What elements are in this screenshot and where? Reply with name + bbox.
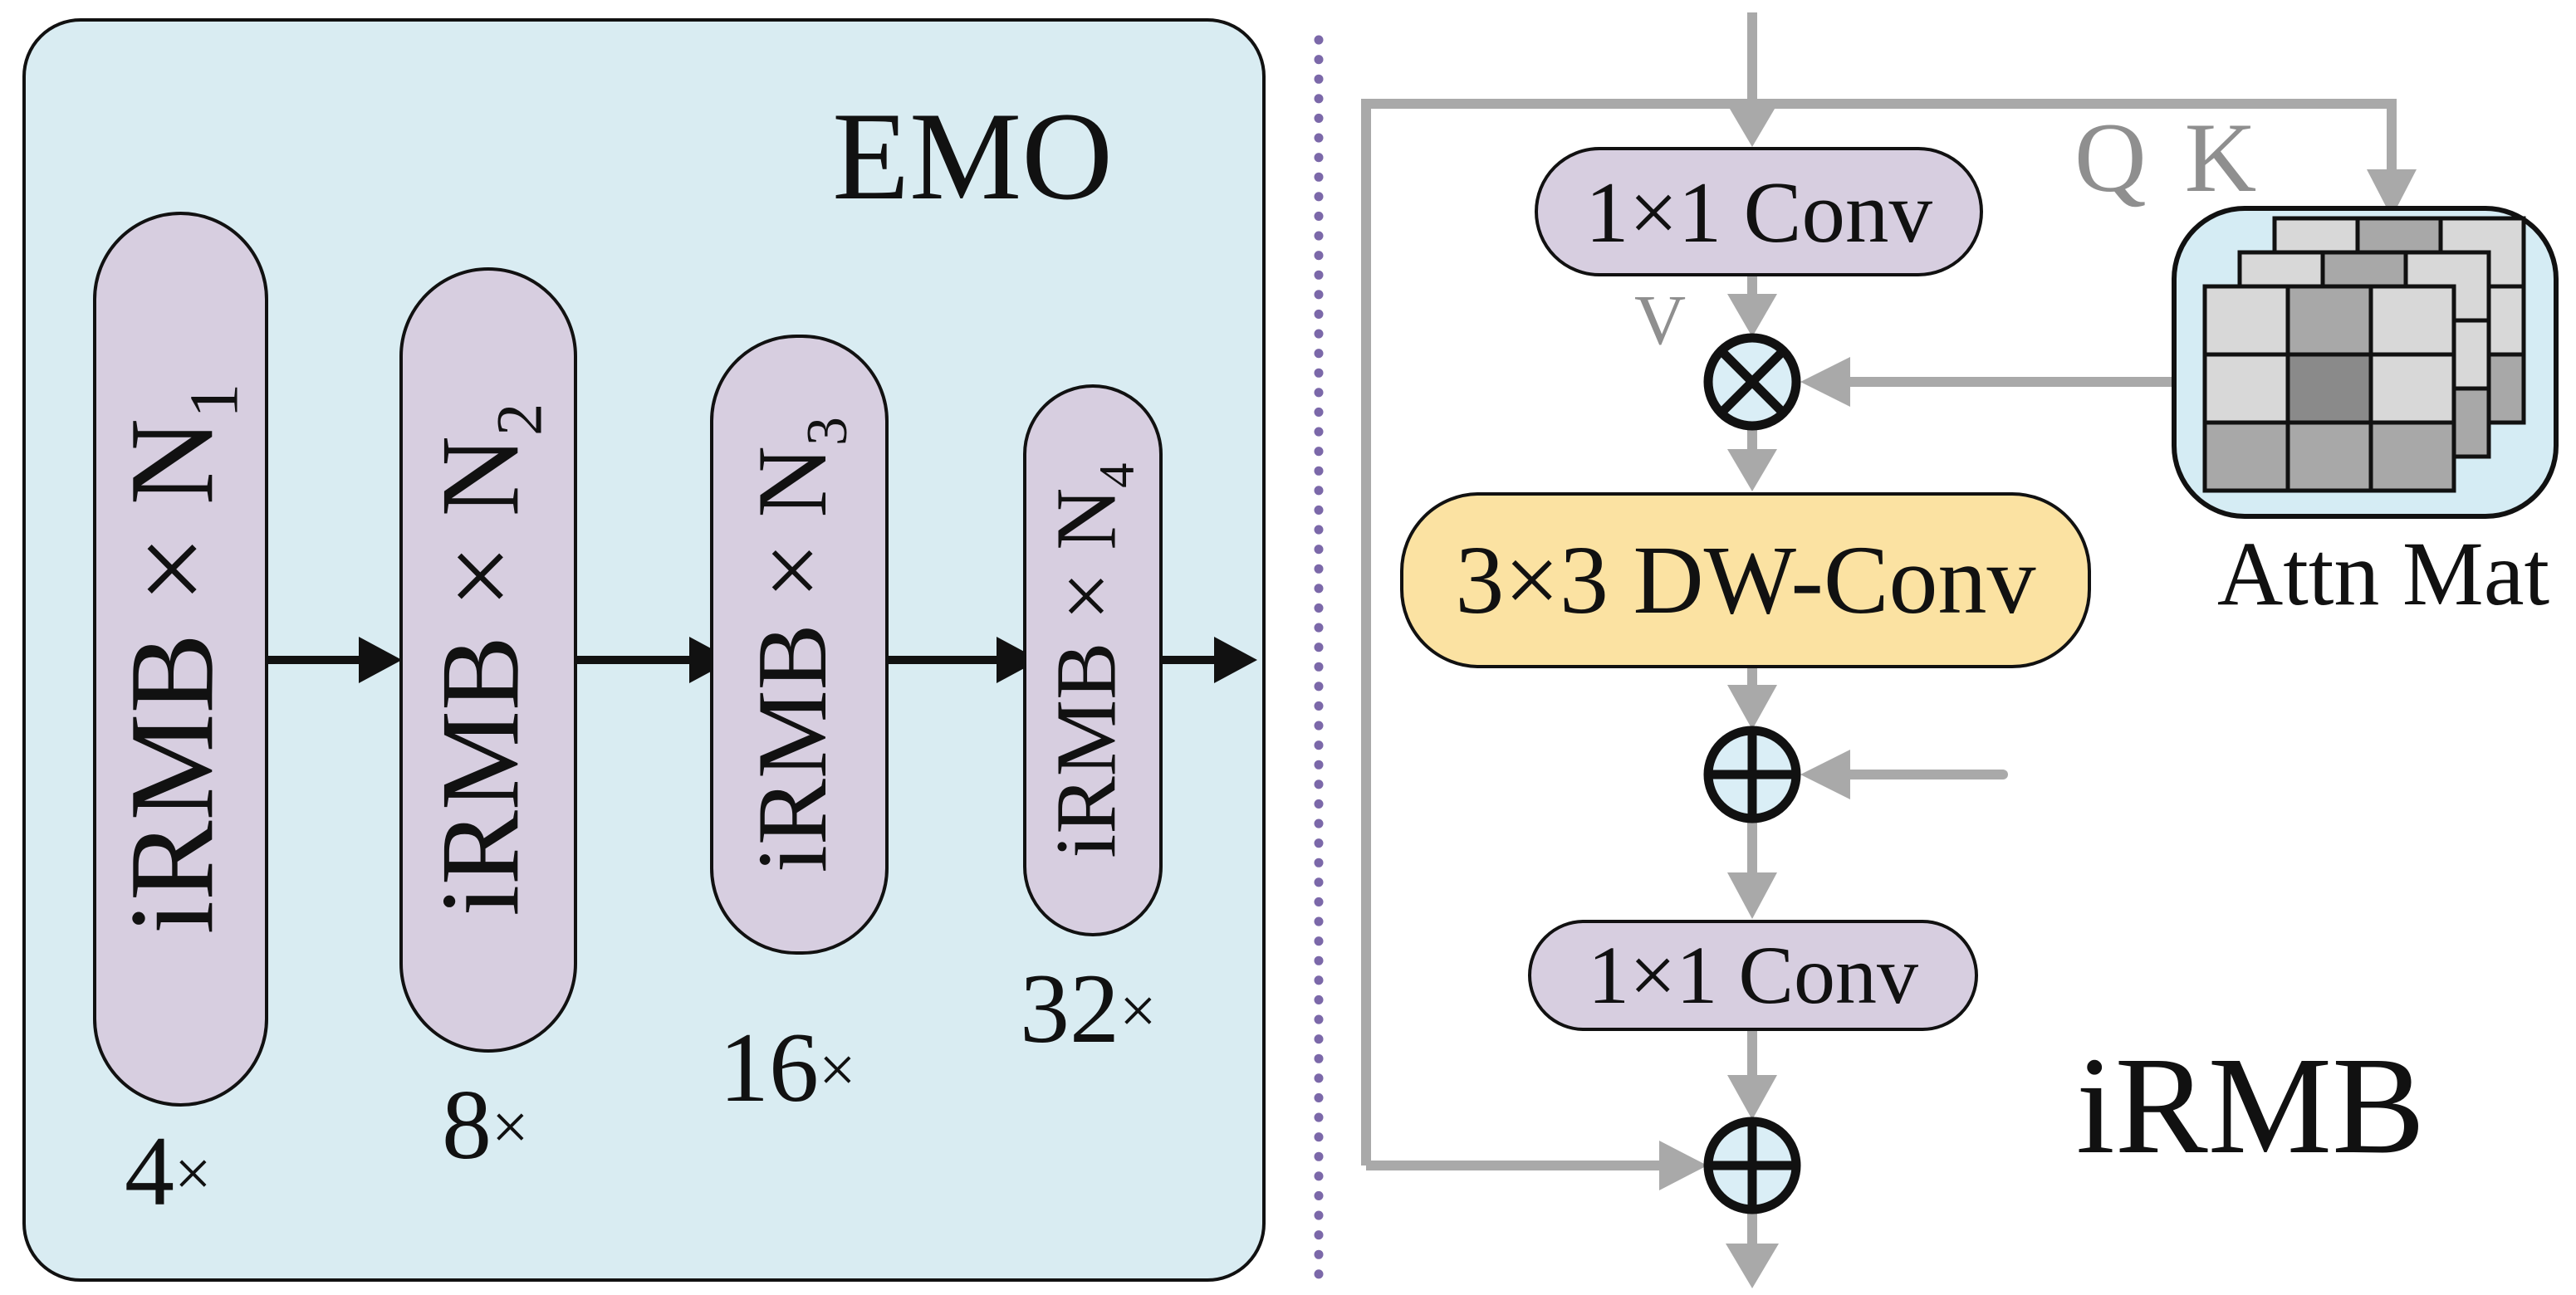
conv1x1-top-pill: 1×1 Conv: [1535, 147, 1983, 276]
dwconv-pill: 3×3 DW-Conv: [1400, 492, 2091, 668]
arrowhead-input: [1727, 105, 1777, 147]
arrowhead-qk: [2367, 169, 2417, 217]
downsample-label-2: 8×: [442, 1069, 529, 1180]
k-label: K: [2184, 102, 2257, 213]
stage-label-2: iRMB × N2: [419, 403, 556, 916]
attn-cell: [2285, 420, 2373, 493]
stage-label-4: iRMB × N4: [1038, 462, 1145, 858]
gray-arrowheads: [1659, 105, 2417, 1288]
irmb-title: iRMB: [2076, 1029, 2426, 1183]
downsample-label-1: 4×: [125, 1116, 212, 1226]
gray-flow-lines: [1361, 12, 2397, 1244]
arrowhead-residual: [1800, 750, 1850, 799]
qk-labels: Q K: [2074, 108, 2256, 208]
attn-cell: [2368, 420, 2456, 493]
attn-cell: [2368, 352, 2456, 425]
arrowhead-output: [1726, 1244, 1779, 1288]
stage-label-3: iRMB × N3: [736, 416, 859, 873]
op-icons: [1703, 333, 1801, 1214]
attn-cell: [2285, 284, 2373, 357]
stage-pill-1: iRMB × N1: [93, 212, 268, 1107]
arrowhead-v: [1727, 294, 1777, 337]
stage-label-1: iRMB × N1: [105, 384, 252, 935]
arrowhead-add-conv: [1727, 872, 1777, 919]
skip-and-qk-line: [1361, 99, 2397, 1166]
arrowhead-dw-add: [1727, 685, 1777, 730]
downsample-label-4: 32×: [1020, 953, 1157, 1063]
attn-cell: [2202, 352, 2290, 425]
arrowhead-attn: [1800, 357, 1850, 407]
arrowhead-conv-add: [1727, 1075, 1777, 1120]
q-label: Q: [2074, 102, 2147, 213]
attn-cell: [2368, 284, 2456, 357]
arrowhead-mul-dw: [1727, 449, 1777, 491]
attn-cell: [2202, 420, 2290, 493]
attn-cell: [2202, 284, 2290, 357]
stage-pill-3: iRMB × N3: [710, 335, 889, 955]
stage-pill-2: iRMB × N2: [399, 267, 577, 1053]
attn-matrix-grid: [2202, 216, 2526, 493]
arrowhead-skip: [1659, 1141, 1707, 1190]
attn-cell: [2285, 352, 2373, 425]
v-label: V: [1634, 280, 1687, 359]
attn-mat-label: Attn Mat: [2216, 523, 2550, 624]
stage-pill-4: iRMB × N4: [1023, 384, 1163, 936]
downsample-label-3: 16×: [719, 1012, 856, 1122]
emo-title: EMO: [832, 86, 1113, 226]
conv1x1-bottom-pill: 1×1 Conv: [1528, 920, 1978, 1031]
